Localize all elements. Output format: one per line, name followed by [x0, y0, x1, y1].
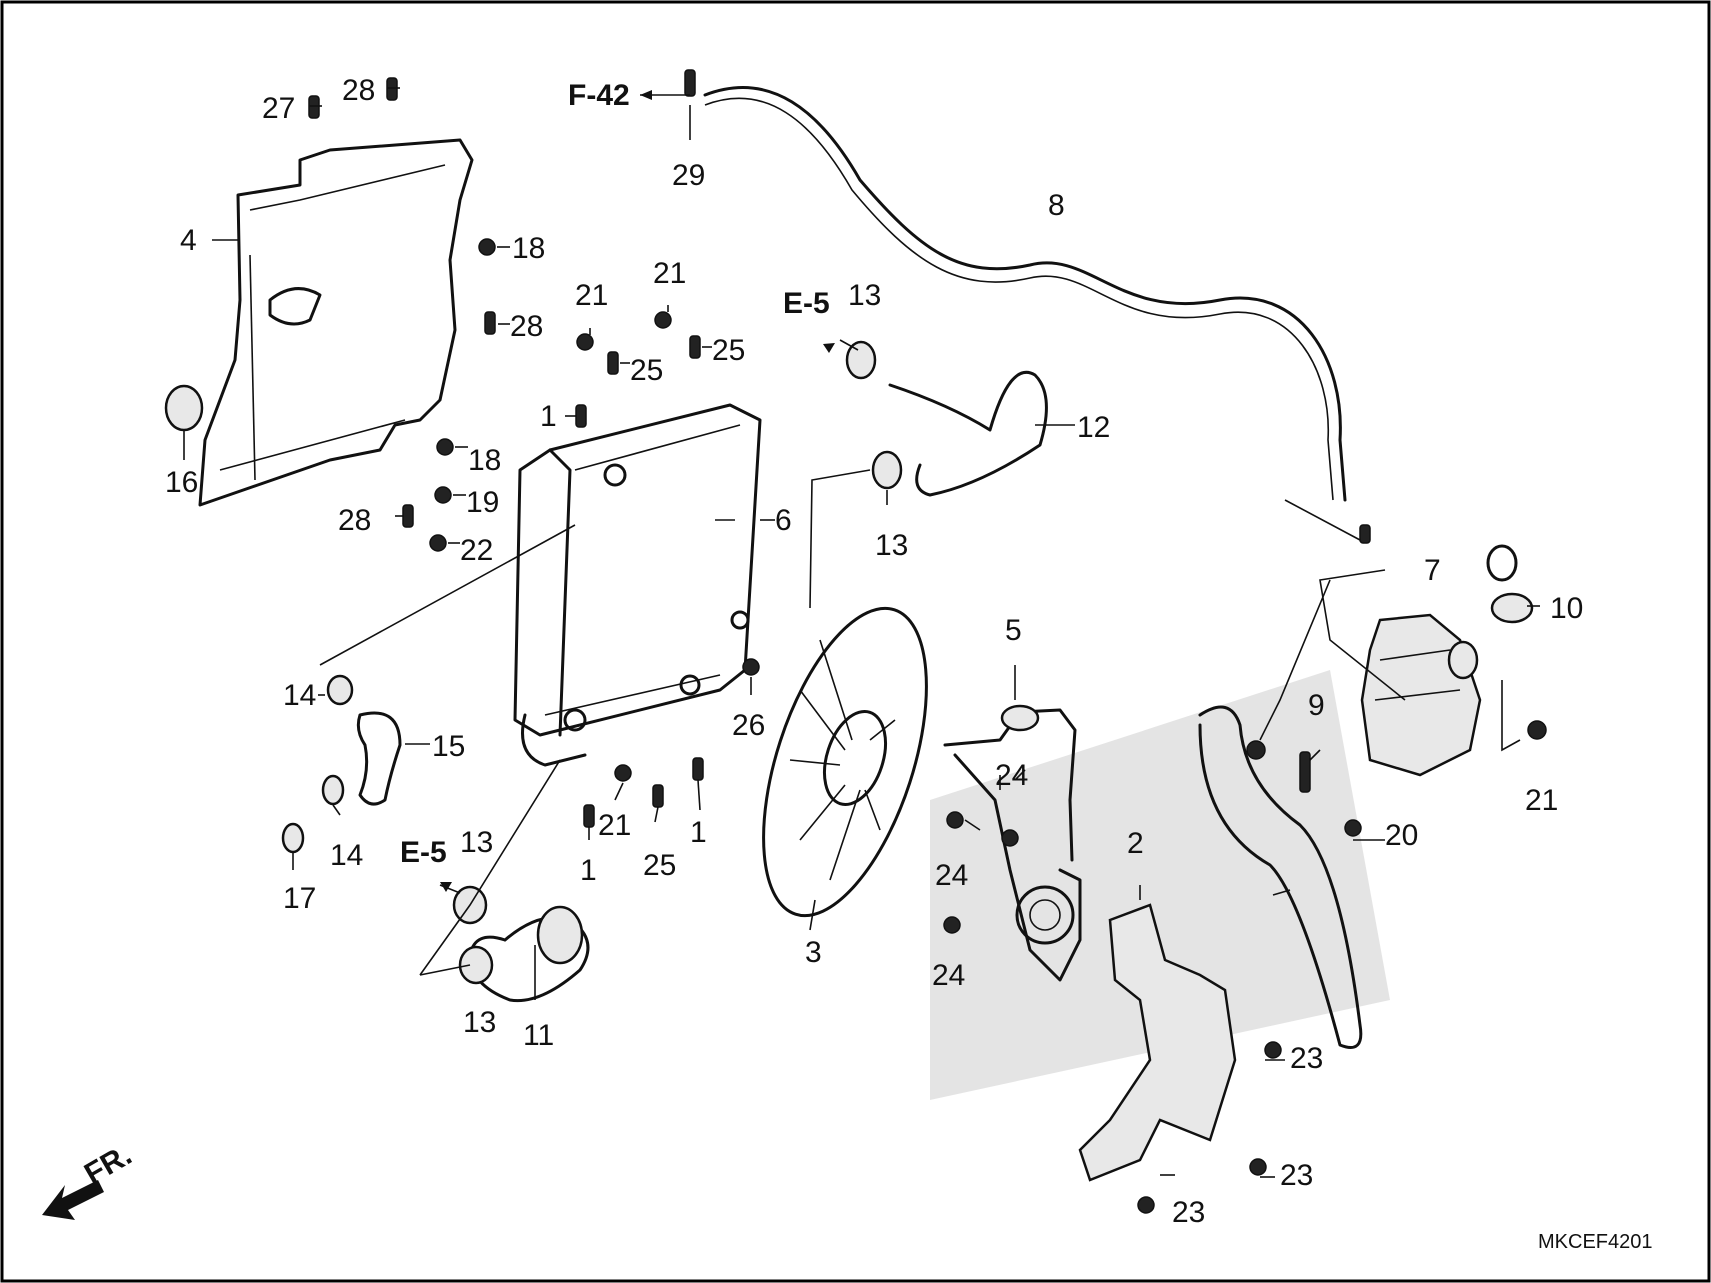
- callout-17: 16: [165, 466, 198, 499]
- callout-20: 21: [1525, 784, 1558, 817]
- callout-12: 12: [1077, 411, 1110, 444]
- ref-e5-top: E-5: [783, 287, 830, 320]
- callout-26: 26: [732, 709, 765, 742]
- callout-18: 19: [466, 486, 499, 519]
- callout-24: 24: [995, 759, 1028, 792]
- callout-2: 2: [1127, 827, 1144, 860]
- leader-lines: [183, 87, 1540, 1178]
- callout-13: 13: [463, 1006, 496, 1039]
- callout-15: 15: [432, 730, 465, 763]
- callout-27: 28: [342, 74, 375, 107]
- callout-21: 21: [653, 257, 686, 290]
- callout-23: 23: [1280, 1159, 1313, 1192]
- callout-4: 4: [180, 224, 197, 257]
- callout-21: 21: [575, 279, 608, 312]
- part-2-bracket: [1078, 903, 1237, 1182]
- callout-14: 14: [283, 679, 316, 712]
- callout-9: 9: [1308, 689, 1325, 722]
- callout-24: 24: [932, 959, 965, 992]
- callout-1: 1: [580, 854, 597, 887]
- callout-1: 1: [540, 400, 557, 433]
- callout-23: 23: [1172, 1196, 1205, 1229]
- callout-13: 13: [460, 826, 493, 859]
- callout-22: 22: [460, 534, 493, 567]
- callout-19: 20: [1385, 819, 1418, 852]
- ref-e5-bottom: E-5: [400, 836, 447, 869]
- front-arrow-label: FR.: [79, 1138, 137, 1191]
- callout-14: 14: [330, 839, 363, 872]
- part-7-reservoir: [1360, 613, 1482, 777]
- part-3-fan: [762, 606, 928, 918]
- part-10-cap: [1486, 544, 1534, 624]
- callout-8: 8: [1048, 189, 1065, 222]
- part-12-hose: [888, 370, 1048, 497]
- callout-7: 7: [1424, 554, 1441, 587]
- callout-27: 27: [262, 92, 295, 125]
- part-15-hose: [356, 711, 402, 806]
- callout-23: 23: [1290, 1042, 1323, 1075]
- callout-27: 28: [338, 504, 371, 537]
- drawing-code: MKCEF4201: [1538, 1231, 1653, 1253]
- part-29-hose: [1198, 705, 1363, 1049]
- callout-21: 21: [598, 809, 631, 842]
- callout-25: 25: [643, 849, 676, 882]
- part-8-hose: [703, 86, 1347, 502]
- callout-25: 25: [630, 354, 663, 387]
- arrow-icon: [440, 882, 452, 892]
- callout-10: 10: [1550, 592, 1583, 625]
- arrow-icon: [823, 343, 835, 353]
- front-arrow-icon: FR.: [42, 1138, 137, 1220]
- callout-11: 11: [523, 1019, 554, 1052]
- part-8-hose-outline: [704, 97, 1334, 501]
- callout-25: 25: [712, 334, 745, 367]
- callout-6: 6: [775, 504, 792, 537]
- callout-1: 1: [690, 816, 707, 849]
- honda-watermark: [930, 670, 1390, 1100]
- callout-3: 3: [805, 936, 822, 969]
- part-6-radiator: [513, 403, 762, 767]
- callout-5: 5: [1005, 614, 1022, 647]
- callout-13: 13: [848, 279, 881, 312]
- callout-18: 18: [512, 232, 545, 265]
- callout-27: 28: [510, 310, 543, 343]
- fasteners: [281, 69, 1547, 1214]
- arrow-icon: [640, 90, 652, 100]
- ref-f42: F-42: [568, 79, 630, 112]
- part-4-shroud: [198, 138, 474, 507]
- callout-28: 29: [672, 159, 705, 192]
- part-17-grommet: [164, 384, 204, 432]
- callout-24: 24: [935, 859, 968, 892]
- callout-16: 17: [283, 882, 316, 915]
- callout-13: 13: [875, 529, 908, 562]
- part-5-motor-frame: [943, 704, 1082, 982]
- callout-18: 18: [468, 444, 501, 477]
